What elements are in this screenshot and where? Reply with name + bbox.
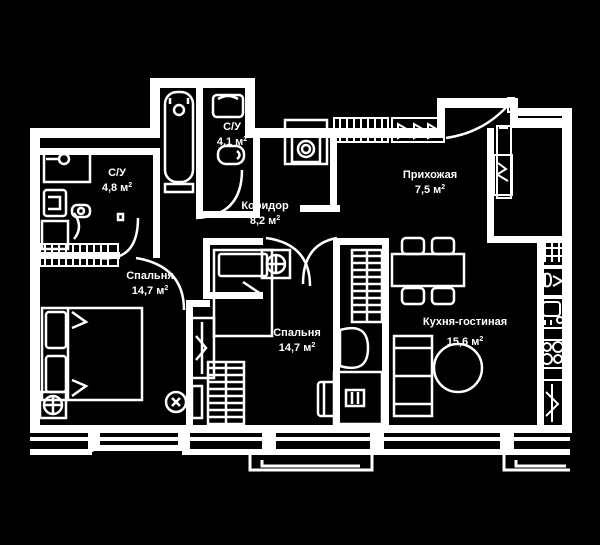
door-bedroom-mid	[265, 236, 312, 287]
room-label-bedroom-mid-name: Спальня	[273, 327, 321, 339]
washing-machine-icon	[42, 150, 92, 184]
corridor-wardrobe	[283, 118, 329, 166]
double-bed-icon	[40, 306, 144, 402]
room-label-hall-name: Прихожая	[403, 169, 457, 181]
toilet-icon	[216, 144, 246, 166]
door-bath-main	[99, 217, 140, 260]
bedroom-mid-desk	[316, 248, 384, 426]
nightstand-icon	[38, 390, 68, 420]
kitchen-counter	[539, 237, 565, 427]
bottom-wall-glazing	[30, 425, 570, 455]
wardrobe-icon	[188, 316, 216, 380]
toilet-icon	[42, 188, 68, 218]
door-kitchen	[301, 236, 338, 285]
door-bedroom-left	[135, 256, 186, 311]
bathtub-icon	[163, 90, 195, 184]
room-label-corridor-name: Коридор	[241, 200, 289, 212]
light-fixture-icon	[164, 390, 188, 414]
sink-icon	[539, 297, 565, 329]
balcony-rails	[90, 440, 570, 472]
single-bed-icon	[212, 248, 274, 338]
bedroom-mid-furniture	[164, 248, 292, 426]
hob-icon	[539, 339, 565, 369]
bedroom-left-furniture	[38, 306, 144, 420]
door-bath-guest	[195, 169, 244, 220]
sink-icon	[72, 212, 81, 240]
room-label-kitchen-name: Кухня-гостиная	[423, 316, 507, 328]
room-label-bath-guest-name: С/У	[223, 121, 241, 133]
door-swings	[99, 169, 338, 311]
balcony-door-icon	[539, 379, 565, 427]
bathroom-guest-fixtures	[163, 90, 246, 194]
room-label-bedroom-left-name: Спальня	[126, 270, 174, 282]
armchair-icon	[338, 326, 370, 370]
radiator-bedroom-left	[39, 243, 119, 267]
dishwasher-icon	[539, 237, 565, 267]
bathroom-main-fixtures	[40, 150, 92, 251]
round-table-icon	[432, 342, 484, 394]
dining-table-icon	[390, 252, 466, 288]
hall-furniture	[333, 97, 515, 199]
kitchen-living-furniture	[390, 236, 484, 418]
room-label-bath-main-name: С/У	[108, 167, 126, 179]
nightstand-icon	[260, 248, 292, 280]
